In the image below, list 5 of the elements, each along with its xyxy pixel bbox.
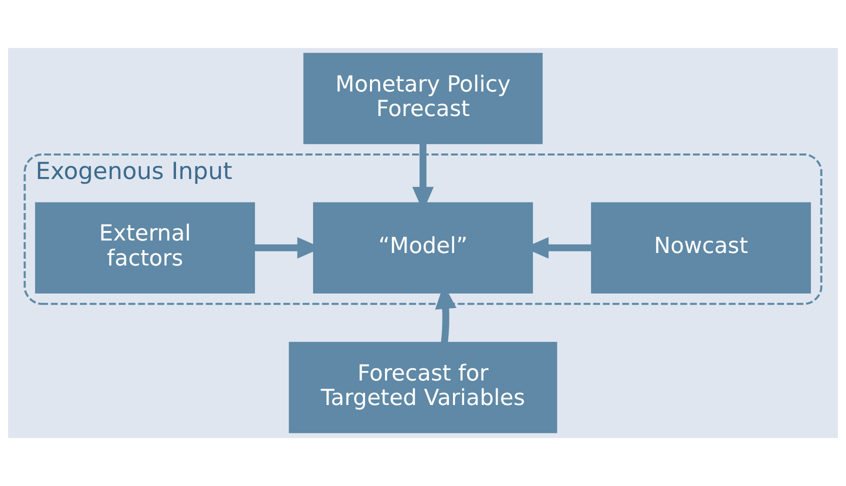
node-box: Forecast for Targeted Variables [288, 342, 558, 434]
node-box: “Model” [313, 202, 533, 294]
node-box: External factors [35, 202, 255, 294]
node-box: Monetary Policy Forecast [303, 52, 543, 144]
node-box: Nowcast [591, 202, 811, 294]
